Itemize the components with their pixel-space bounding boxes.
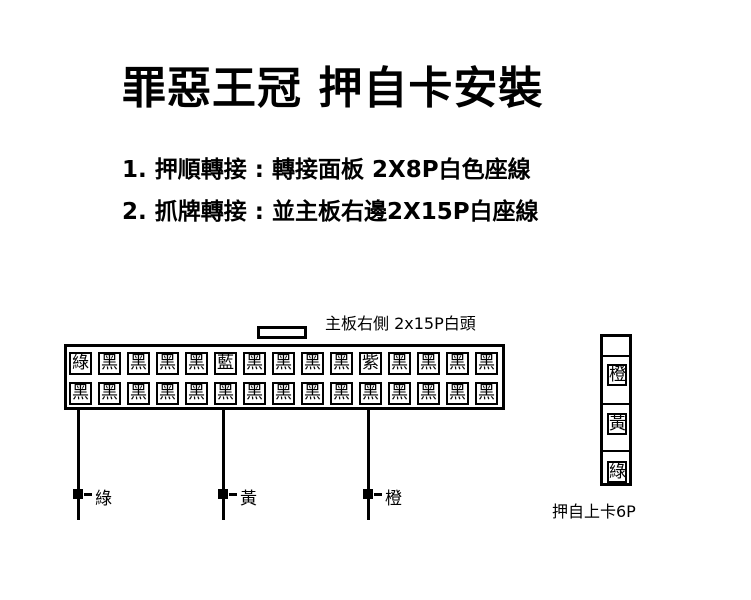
pin-bottom-9: 黑 xyxy=(301,382,324,405)
pin-bottom-7: 黑 xyxy=(243,382,266,405)
side-connector-divider-1 xyxy=(603,355,629,357)
pin-top-10: 黑 xyxy=(330,352,353,375)
pin-top-4: 黑 xyxy=(156,352,179,375)
diagram-title: 罪惡王冠 押自卡安裝 xyxy=(122,63,544,114)
instruction-line-2: 2. 抓牌轉接 : 並主板右邊2X15P白座線 xyxy=(122,199,539,225)
main-connector-2x15: 綠 黑 黑 黑 黑 藍 黑 黑 黑 黑 紫 黑 黑 黑 黑 黑 黑 黑 黑 黑 … xyxy=(64,344,505,410)
side-connector-divider-3 xyxy=(603,450,629,452)
side-pin-green: 綠 xyxy=(607,461,627,483)
pin-top-12: 黑 xyxy=(388,352,411,375)
pin-bottom-14: 黑 xyxy=(446,382,469,405)
pin-bottom-12: 黑 xyxy=(388,382,411,405)
pin-bottom-13: 黑 xyxy=(417,382,440,405)
pin-top-9: 黑 xyxy=(301,352,324,375)
pin-bottom-15: 黑 xyxy=(475,382,498,405)
wire-green-label: 綠 xyxy=(95,489,112,509)
side-pin-orange: 橙 xyxy=(607,364,627,386)
pin-top-8: 黑 xyxy=(272,352,295,375)
wire-green xyxy=(77,410,80,520)
pin-top-13: 黑 xyxy=(417,352,440,375)
wire-orange-label: 橙 xyxy=(385,489,402,509)
pin-bottom-10: 黑 xyxy=(330,382,353,405)
side-pin-yellow: 黃 xyxy=(607,413,627,435)
wire-orange-lead xyxy=(374,493,382,496)
pin-bottom-4: 黑 xyxy=(156,382,179,405)
side-connector-divider-2 xyxy=(603,403,629,405)
pin-bottom-1: 黑 xyxy=(69,382,92,405)
pin-bottom-3: 黑 xyxy=(127,382,150,405)
pin-top-15: 黑 xyxy=(475,352,498,375)
side-connector-label: 押自上卡6P xyxy=(552,502,636,521)
instruction-line-1: 1. 押順轉接 : 轉接面板 2X8P白色座線 xyxy=(122,157,531,183)
connector-latch-tab xyxy=(257,326,307,339)
wire-green-lead xyxy=(84,493,92,496)
main-connector-label: 主板右側 2x15P白頭 xyxy=(325,314,476,333)
side-connector-6p: 橙 黃 綠 xyxy=(600,334,632,486)
pin-top-6: 藍 xyxy=(214,352,237,375)
pin-bottom-11: 黑 xyxy=(359,382,382,405)
pin-top-2: 黑 xyxy=(98,352,121,375)
wire-green-terminal xyxy=(73,489,83,499)
wire-yellow-label: 黃 xyxy=(240,489,257,509)
pin-bottom-5: 黑 xyxy=(185,382,208,405)
pin-top-7: 黑 xyxy=(243,352,266,375)
pin-bottom-6: 黑 xyxy=(214,382,237,405)
pin-bottom-8: 黑 xyxy=(272,382,295,405)
pin-top-11: 紫 xyxy=(359,352,382,375)
pin-top-1: 綠 xyxy=(69,352,92,375)
pin-top-3: 黑 xyxy=(127,352,150,375)
wire-yellow-lead xyxy=(229,493,237,496)
pin-top-14: 黑 xyxy=(446,352,469,375)
pin-top-5: 黑 xyxy=(185,352,208,375)
wire-yellow-terminal xyxy=(218,489,228,499)
pin-bottom-2: 黑 xyxy=(98,382,121,405)
wire-yellow xyxy=(222,410,225,520)
wire-orange-terminal xyxy=(363,489,373,499)
wire-orange xyxy=(367,410,370,520)
